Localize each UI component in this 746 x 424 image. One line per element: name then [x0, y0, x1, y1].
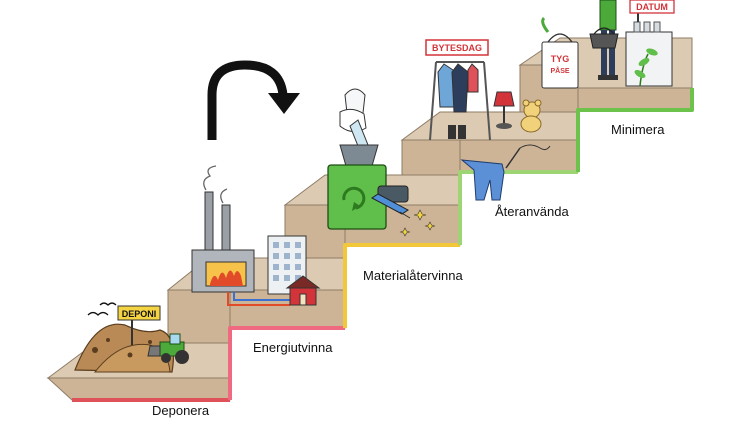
step-label-ateranvanda: Återanvända — [495, 204, 569, 219]
jeans — [460, 159, 505, 201]
step-1-front — [46, 377, 231, 401]
minimize-scene: TYG PÅSE DATUM — [541, 0, 675, 89]
edge-materialatervinna — [343, 243, 460, 328]
tyg-text: TYG — [551, 54, 570, 64]
landfill-scene: DEPONI — [74, 302, 189, 373]
step-5-front — [577, 87, 693, 111]
bytesdag-sign: BYTESDAG — [425, 39, 489, 56]
hierarchy-colored-edge — [72, 88, 694, 402]
factory-icon — [191, 165, 255, 293]
edge-minimera — [576, 88, 694, 172]
needle-and-thread — [505, 144, 551, 169]
step-label-materialatervinna: Materialåtervinna — [363, 268, 463, 283]
tyg-pase-bag: TYG PÅSE — [541, 16, 579, 89]
reuse-scene: BYTESDAG — [425, 39, 551, 201]
datum-sign-text: DATUM — [636, 2, 668, 12]
bytesdag-sign-text: BYTESDAG — [432, 43, 482, 53]
edge-ateranvanda — [458, 170, 578, 245]
clothes-rack: BYTESDAG — [425, 39, 491, 141]
edge-energiutvinna — [228, 326, 345, 400]
shopper-person — [589, 0, 619, 80]
tractor-icon — [147, 333, 189, 364]
deponi-sign: DEPONI — [117, 305, 161, 345]
lamp — [493, 91, 515, 129]
datum-sign: DATUM — [629, 0, 675, 14]
curved-arrow-icon — [207, 60, 300, 140]
step-4-riser — [401, 139, 461, 176]
step-2-front — [229, 289, 346, 329]
recycling-scene — [327, 88, 436, 237]
pase-text: PÅSE — [550, 66, 569, 75]
storage-cabinet: DATUM — [625, 0, 675, 87]
deponi-sign-text: DEPONI — [122, 309, 157, 319]
step-label-minimera: Minimera — [611, 122, 665, 137]
recycle-icon — [342, 186, 366, 211]
step-label-deponera: Deponera — [152, 403, 210, 418]
teddy-bear — [520, 99, 542, 133]
step-label-energiutvinna: Energiutvinna — [253, 340, 333, 355]
house-icon — [285, 275, 321, 306]
recycling-machine — [327, 164, 411, 230]
energy-scene — [191, 165, 321, 306]
